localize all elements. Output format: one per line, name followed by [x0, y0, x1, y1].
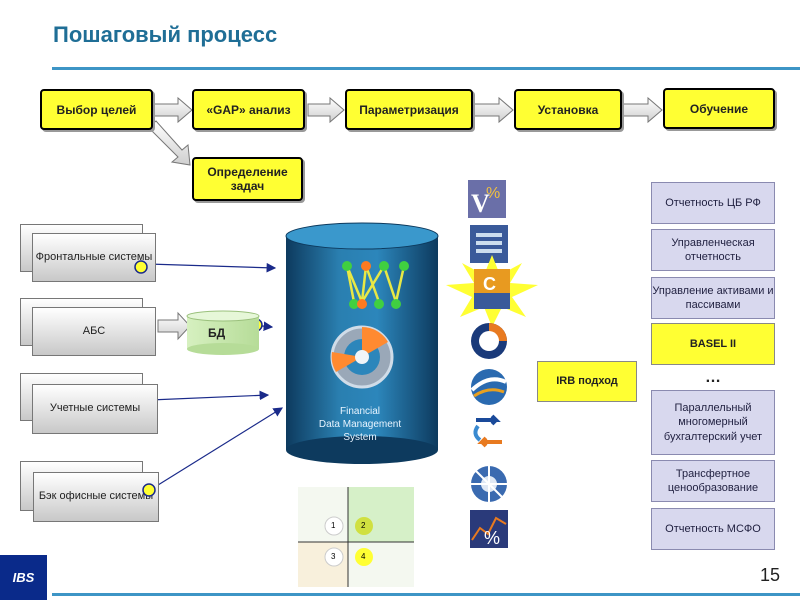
step-installation: Установка — [514, 89, 622, 130]
company-logo: IBS — [0, 555, 47, 600]
step-tasks-definition: Определение задач — [192, 157, 303, 201]
step-goals: Выбор целей — [40, 89, 153, 130]
fdms-line-1: Financial — [339, 406, 381, 417]
page-title: Пошаговый процесс — [53, 22, 278, 47]
pie-icon — [471, 323, 507, 359]
bd-cylinder — [186, 310, 260, 355]
step-gap-analysis: «GAP» анализ — [192, 89, 305, 130]
output-cbr-reporting: Отчетность ЦБ РФ — [651, 182, 775, 224]
svg-text:V: V — [471, 189, 490, 218]
db-arrow — [157, 311, 191, 341]
svg-text:%: % — [484, 528, 500, 548]
output-basel: BASEL II — [651, 323, 775, 365]
fdms-label: Financial Data Management System — [290, 405, 430, 444]
calendar-c-icon: C — [446, 255, 538, 327]
flow-arrow-4 — [621, 96, 663, 124]
backoffice-systems-box: Бэк офисные системы — [33, 472, 159, 522]
quadrant-matrix — [298, 487, 414, 587]
step-parametrization: Параметризация — [345, 89, 473, 130]
quadrant-1: 1 — [331, 521, 336, 530]
fdms-line-3: System — [343, 432, 377, 443]
v-percent-icon: V % — [468, 180, 506, 218]
fdms-line-2: Data Management — [318, 419, 402, 430]
svg-text:C: C — [483, 274, 496, 294]
bd-label: БД — [208, 326, 226, 340]
flow-arrow-diagonal — [147, 120, 191, 166]
wheel-icon — [471, 466, 507, 502]
flow-arrow-1 — [152, 96, 193, 124]
globe-swoosh-icon — [470, 369, 507, 405]
page-number: 15 — [759, 565, 780, 585]
arrows-cycle-icon — [473, 414, 502, 448]
document-stack-icon — [470, 225, 508, 263]
step-training: Обучение — [663, 88, 775, 129]
output-ifrs-reporting: Отчетность МСФО — [651, 508, 775, 550]
title-divider — [52, 67, 800, 70]
quadrant-3: 3 — [331, 552, 336, 561]
flow-arrow-2 — [307, 96, 345, 124]
output-management-reporting: Управленческая отчетность — [651, 229, 775, 271]
output-transfer-pricing: Трансфертное ценообразование — [651, 460, 775, 502]
front-systems-box: Фронтальные системы — [32, 233, 156, 282]
footer-divider — [52, 593, 800, 596]
connector-dot-backoffice — [142, 483, 156, 497]
svg-text:%: % — [486, 185, 500, 202]
irb-approach-box: IRB подход — [537, 361, 637, 402]
output-alm: Управление активами и пассивами — [651, 277, 775, 319]
abs-box: АБС — [32, 307, 156, 356]
quadrant-4: 4 — [361, 552, 366, 561]
connector-dot-front — [134, 260, 148, 274]
percent-chart-icon: % — [470, 510, 508, 548]
output-ellipsis: … — [705, 369, 721, 386]
accounting-systems-box: Учетные системы — [32, 384, 158, 434]
flow-arrow-3 — [473, 96, 514, 124]
quadrant-2: 2 — [361, 521, 366, 530]
fdms-cylinder — [285, 222, 439, 464]
output-parallel-accounting: Параллельный многомерный бухгалтерский у… — [651, 390, 775, 455]
